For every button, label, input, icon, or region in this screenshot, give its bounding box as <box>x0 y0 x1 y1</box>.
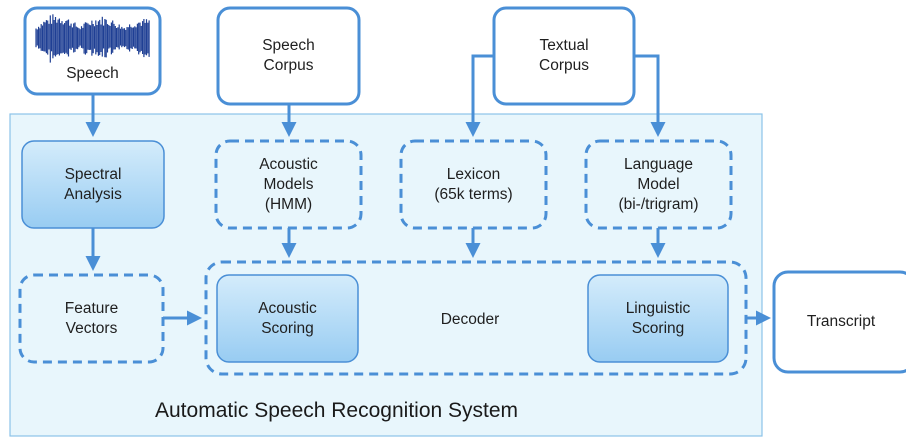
arrow-textual-to-lexicon <box>465 54 494 137</box>
arrow-textual-to-language-model <box>634 54 666 137</box>
spectral-analysis-label: Spectral Analysis <box>64 165 122 203</box>
speech-label: Speech <box>66 65 119 82</box>
lexicon-label: Lexicon (65k terms) <box>434 165 513 203</box>
acoustic-scoring-label: Acoustic Scoring <box>258 299 317 337</box>
waveform-icon <box>35 14 150 63</box>
speech-corpus-label: Speech Corpus <box>262 37 315 74</box>
acoustic-models-label: Acoustic Models (HMM) <box>259 155 318 213</box>
feature-vectors-label: Feature Vectors <box>64 299 119 337</box>
acoustic-scoring-box <box>216 274 359 363</box>
language-model-label: Language Model (bi-/trigram) <box>618 155 699 213</box>
linguistic-scoring-box <box>587 274 729 363</box>
transcript-label: Transcript <box>806 313 876 330</box>
decoder-label: Decoder <box>440 311 500 328</box>
system-title: Automatic Speech Recognition System <box>155 399 519 422</box>
linguistic-scoring-label: Linguistic Scoring <box>625 299 691 337</box>
transcript-box <box>772 270 906 374</box>
textual-corpus-label: Textual Corpus <box>539 37 589 74</box>
